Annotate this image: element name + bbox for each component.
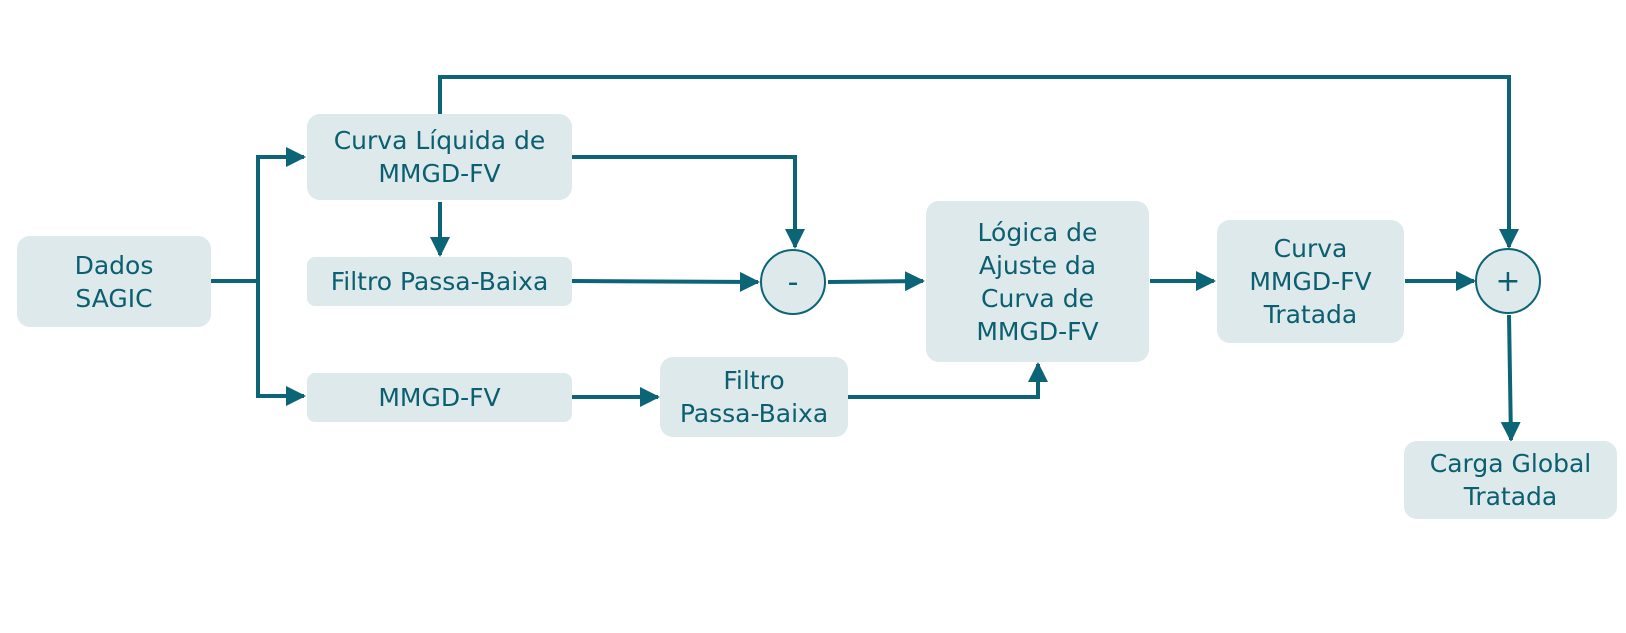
node-filtro-passa-baixa-1: Filtro Passa-Baixa [307,257,572,306]
connector-filtro2-logica [848,362,1048,399]
node-mmgd-fv: MMGD-FV [307,373,572,422]
connector-plus-carga [1500,314,1521,442]
node-filtro-passa-baixa-2: Filtro Passa-Baixa [660,357,848,437]
node-curva-liquida: Curva Líquida de MMGD-FV [307,114,572,200]
connector-curva-liquida-minus [572,155,805,249]
node-curva-tratada: Curva MMGD-FV Tratada [1217,220,1404,343]
node-dados-sagic: Dados SAGIC [17,236,211,327]
minus-operator: - [760,249,826,315]
plus-operator: + [1475,248,1541,314]
connector-filtro-minus [571,271,760,292]
node-carga-global: Carga Global Tratada [1404,441,1617,519]
connector-split-curva-liquida [256,147,306,281]
connector-bypass-plus [438,75,1519,249]
connector-minus-logica [827,271,925,292]
connector-split-mmgd [256,281,306,406]
node-logica-ajuste: Lógica de Ajuste da Curva de MMGD-FV [926,201,1149,362]
